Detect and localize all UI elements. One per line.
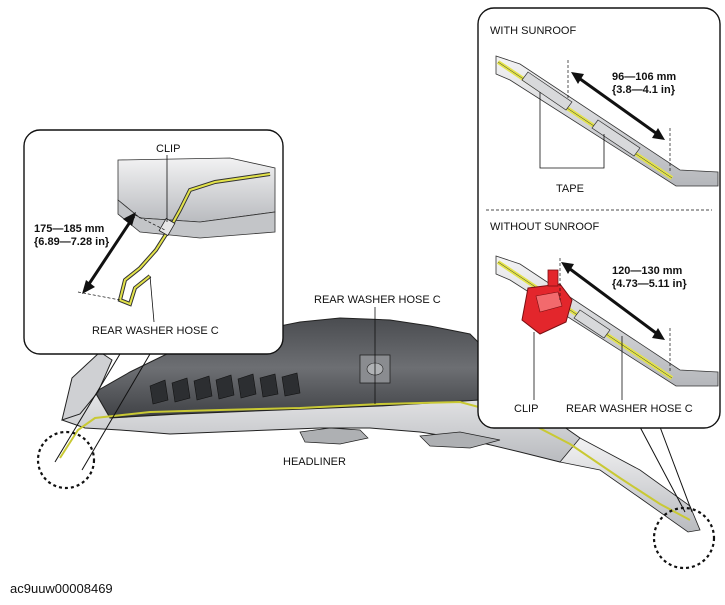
with-sunroof-pipe xyxy=(495,55,719,187)
with-sunroof-title: WITH SUNROOF xyxy=(490,25,576,37)
headliner-drawing xyxy=(59,317,701,533)
detail-circle-left xyxy=(36,430,96,490)
hose-label-center: REAR WASHER HOSE C xyxy=(314,294,441,306)
clip-label-left: CLIP xyxy=(156,143,180,155)
dimension-in-left: {6.89—7.28 in} xyxy=(34,236,110,248)
dimension-arrow-left xyxy=(83,215,136,291)
dimension-arrow-without xyxy=(565,264,661,338)
detail-circle-right xyxy=(652,506,716,570)
dimension-in-without: {4.73—5.11 in} xyxy=(612,278,687,290)
hose-label-left: REAR WASHER HOSE C xyxy=(92,325,219,337)
left-detail-callout: CLIP 175—185 mm {6.89—7.28 in} REAR WASH… xyxy=(23,129,284,471)
right-detail-callout: WITH SUNROOF 96—106 mm {3.8—4.1 in} TAPE… xyxy=(477,7,721,513)
dimension-mm-left: 175—185 mm xyxy=(34,223,105,235)
dimension-arrow-with xyxy=(575,74,661,138)
hose-label-right: REAR WASHER HOSE C xyxy=(566,403,693,415)
figure-id: ac9uuw00008469 xyxy=(10,581,113,596)
tape-label: TAPE xyxy=(556,183,584,195)
rear-washer-hose-main xyxy=(59,400,691,521)
without-sunroof-title: WITHOUT SUNROOF xyxy=(490,221,599,233)
headliner-label: HEADLINER xyxy=(283,456,346,468)
dimension-mm-without: 120—130 mm xyxy=(612,265,683,277)
dimension-mm-with: 96—106 mm xyxy=(612,71,676,83)
dimension-in-with: {3.8—4.1 in} xyxy=(612,84,676,96)
clip-label-right: CLIP xyxy=(514,403,538,415)
